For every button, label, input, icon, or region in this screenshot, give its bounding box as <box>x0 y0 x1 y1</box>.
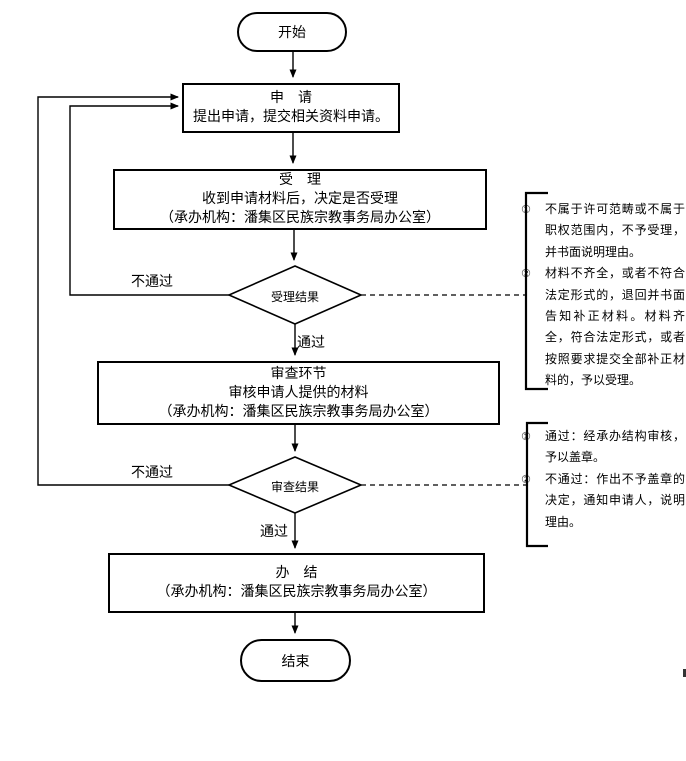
circled-number-2: ② <box>521 267 531 281</box>
review-title: 审查环节 <box>270 365 327 382</box>
note-item: ① 不属于许可范畴或不属于职权范围内，不予受理，并书面说明理由。 <box>521 199 685 263</box>
stray-mark <box>683 669 686 677</box>
review-decision-diamond <box>226 456 364 514</box>
review-agency: （承办机构：潘集区民族宗教事务局办公室） <box>158 403 439 420</box>
circled-number-2: ② <box>521 472 531 486</box>
note-text: 材料不齐全，或者不符合法定形式的，退回并书面告知补正材料。材料齐全，符合法定形式… <box>545 266 685 388</box>
start-label: 开始 <box>278 25 306 41</box>
circled-number-1: ① <box>521 203 531 216</box>
circled-number-1: ① <box>521 430 531 443</box>
apply-desc: 提出申请，提交相关资料申请。 <box>193 109 389 125</box>
finish-agency: （承办机构：潘集区民族宗教事务局办公室） <box>156 584 437 600</box>
accept-pass-label: 通过 <box>297 335 325 351</box>
finish-node: 办 结 （承办机构：潘集区民族宗教事务局办公室） <box>108 553 485 613</box>
accept-node: 受 理 收到申请材料后，决定是否受理 （承办机构：潘集区民族宗教事务局办公室） <box>113 169 487 230</box>
accept-note: ① 不属于许可范畴或不属于职权范围内，不予受理，并书面说明理由。 ② 材料不齐全… <box>521 199 685 392</box>
apply-node: 申 请 提出申请，提交相关资料申请。 <box>182 83 400 133</box>
end-node: 结束 <box>240 639 351 682</box>
edge-accept-fail-loop <box>69 102 229 296</box>
note-item: ① 通过：经承办结构审核，予以盖章。 <box>521 426 685 469</box>
accept-title: 受 理 <box>279 172 321 188</box>
finish-title: 办 结 <box>275 565 318 581</box>
note-text: 不通过：作出不予盖章的决定，通知申请人，说明理由。 <box>545 471 685 529</box>
apply-title: 申 请 <box>270 90 312 106</box>
accept-desc: 收到申请材料后，决定是否受理 <box>202 191 398 207</box>
review-pass-label: 通过 <box>260 524 288 540</box>
accept-agency: （承办机构：潘集区民族宗教事务局办公室） <box>160 210 440 226</box>
edge-review-fail-loop <box>37 93 229 486</box>
review-desc: 审核申请人提供的材料 <box>228 384 369 401</box>
review-node: 审查环节 审核申请人提供的材料 （承办机构：潘集区民族宗教事务局办公室） <box>97 361 500 425</box>
review-fail-label: 不通过 <box>131 465 173 481</box>
review-note: ① 通过：经承办结构审核，予以盖章。 ② 不通过：作出不予盖章的决定，通知申请人… <box>521 426 685 533</box>
note-item: ② 材料不齐全，或者不符合法定形式的，退回并书面告知补正材料。材料齐全，符合法定… <box>521 263 685 391</box>
accept-fail-label: 不通过 <box>131 274 173 290</box>
review-note-bracket <box>525 421 548 548</box>
end-label: 结束 <box>281 653 310 670</box>
note-item: ② 不通过：作出不予盖章的决定，通知申请人，说明理由。 <box>521 469 685 533</box>
start-node: 开始 <box>237 12 347 52</box>
review-decision-label: 审查结果 <box>270 480 319 494</box>
note-text: 通过：经承办结构审核，予以盖章。 <box>545 429 685 465</box>
accept-decision-label: 受理结果 <box>270 290 319 304</box>
note-text: 不属于许可范畴或不属于职权范围内，不予受理，并书面说明理由。 <box>545 202 685 259</box>
accept-decision-diamond <box>227 265 363 325</box>
accept-note-bracket <box>524 191 548 391</box>
